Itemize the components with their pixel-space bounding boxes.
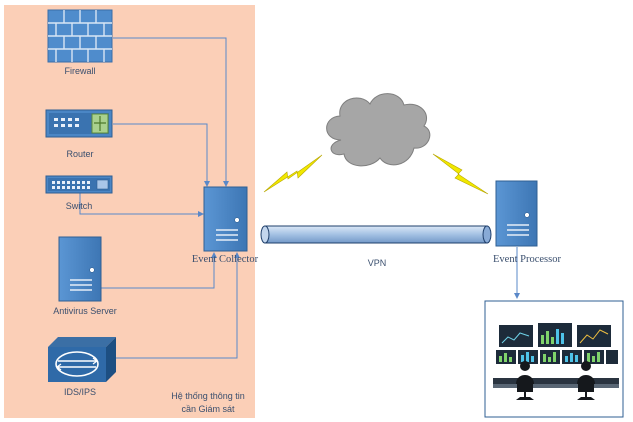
lightning-bolt-icon xyxy=(432,153,489,195)
vpn-label: VPN xyxy=(367,258,387,268)
router-label: Router xyxy=(66,149,94,159)
connectors xyxy=(79,37,520,359)
monitored-system-label-line1: Hệ thống thông tin xyxy=(171,391,245,401)
cloud-icon xyxy=(326,93,431,167)
server-tower-icon xyxy=(58,236,102,302)
switch-label: Switch xyxy=(65,201,93,211)
switch-icon xyxy=(45,175,113,194)
monitored-system-label: Hệ thống thông tin cần Giám sát xyxy=(158,390,258,416)
connector-switch xyxy=(79,193,204,217)
event-processor-label: Event Processor xyxy=(493,254,561,265)
ids-ips-label: IDS/IPS xyxy=(63,387,97,397)
brick-wall-icon xyxy=(47,9,113,63)
server-tower-icon xyxy=(203,186,248,252)
vpn-tunnel xyxy=(260,225,492,244)
connector-ids xyxy=(113,252,240,359)
router-icon xyxy=(45,109,113,138)
server-tower-icon xyxy=(495,180,538,247)
connector-firewall xyxy=(113,37,229,187)
connector-router xyxy=(113,123,210,187)
antivirus-server-label: Antivirus Server xyxy=(53,306,117,316)
connector-antivirus xyxy=(101,252,217,289)
lightning-bolt-icon xyxy=(263,154,323,193)
monitoring-center-icon xyxy=(484,300,624,418)
event-collector-label: Event Collector xyxy=(191,254,259,265)
ids-ips-icon xyxy=(48,337,116,382)
monitored-system-label-line2: cần Giám sát xyxy=(181,404,235,414)
firewall-label: Firewall xyxy=(64,66,96,76)
